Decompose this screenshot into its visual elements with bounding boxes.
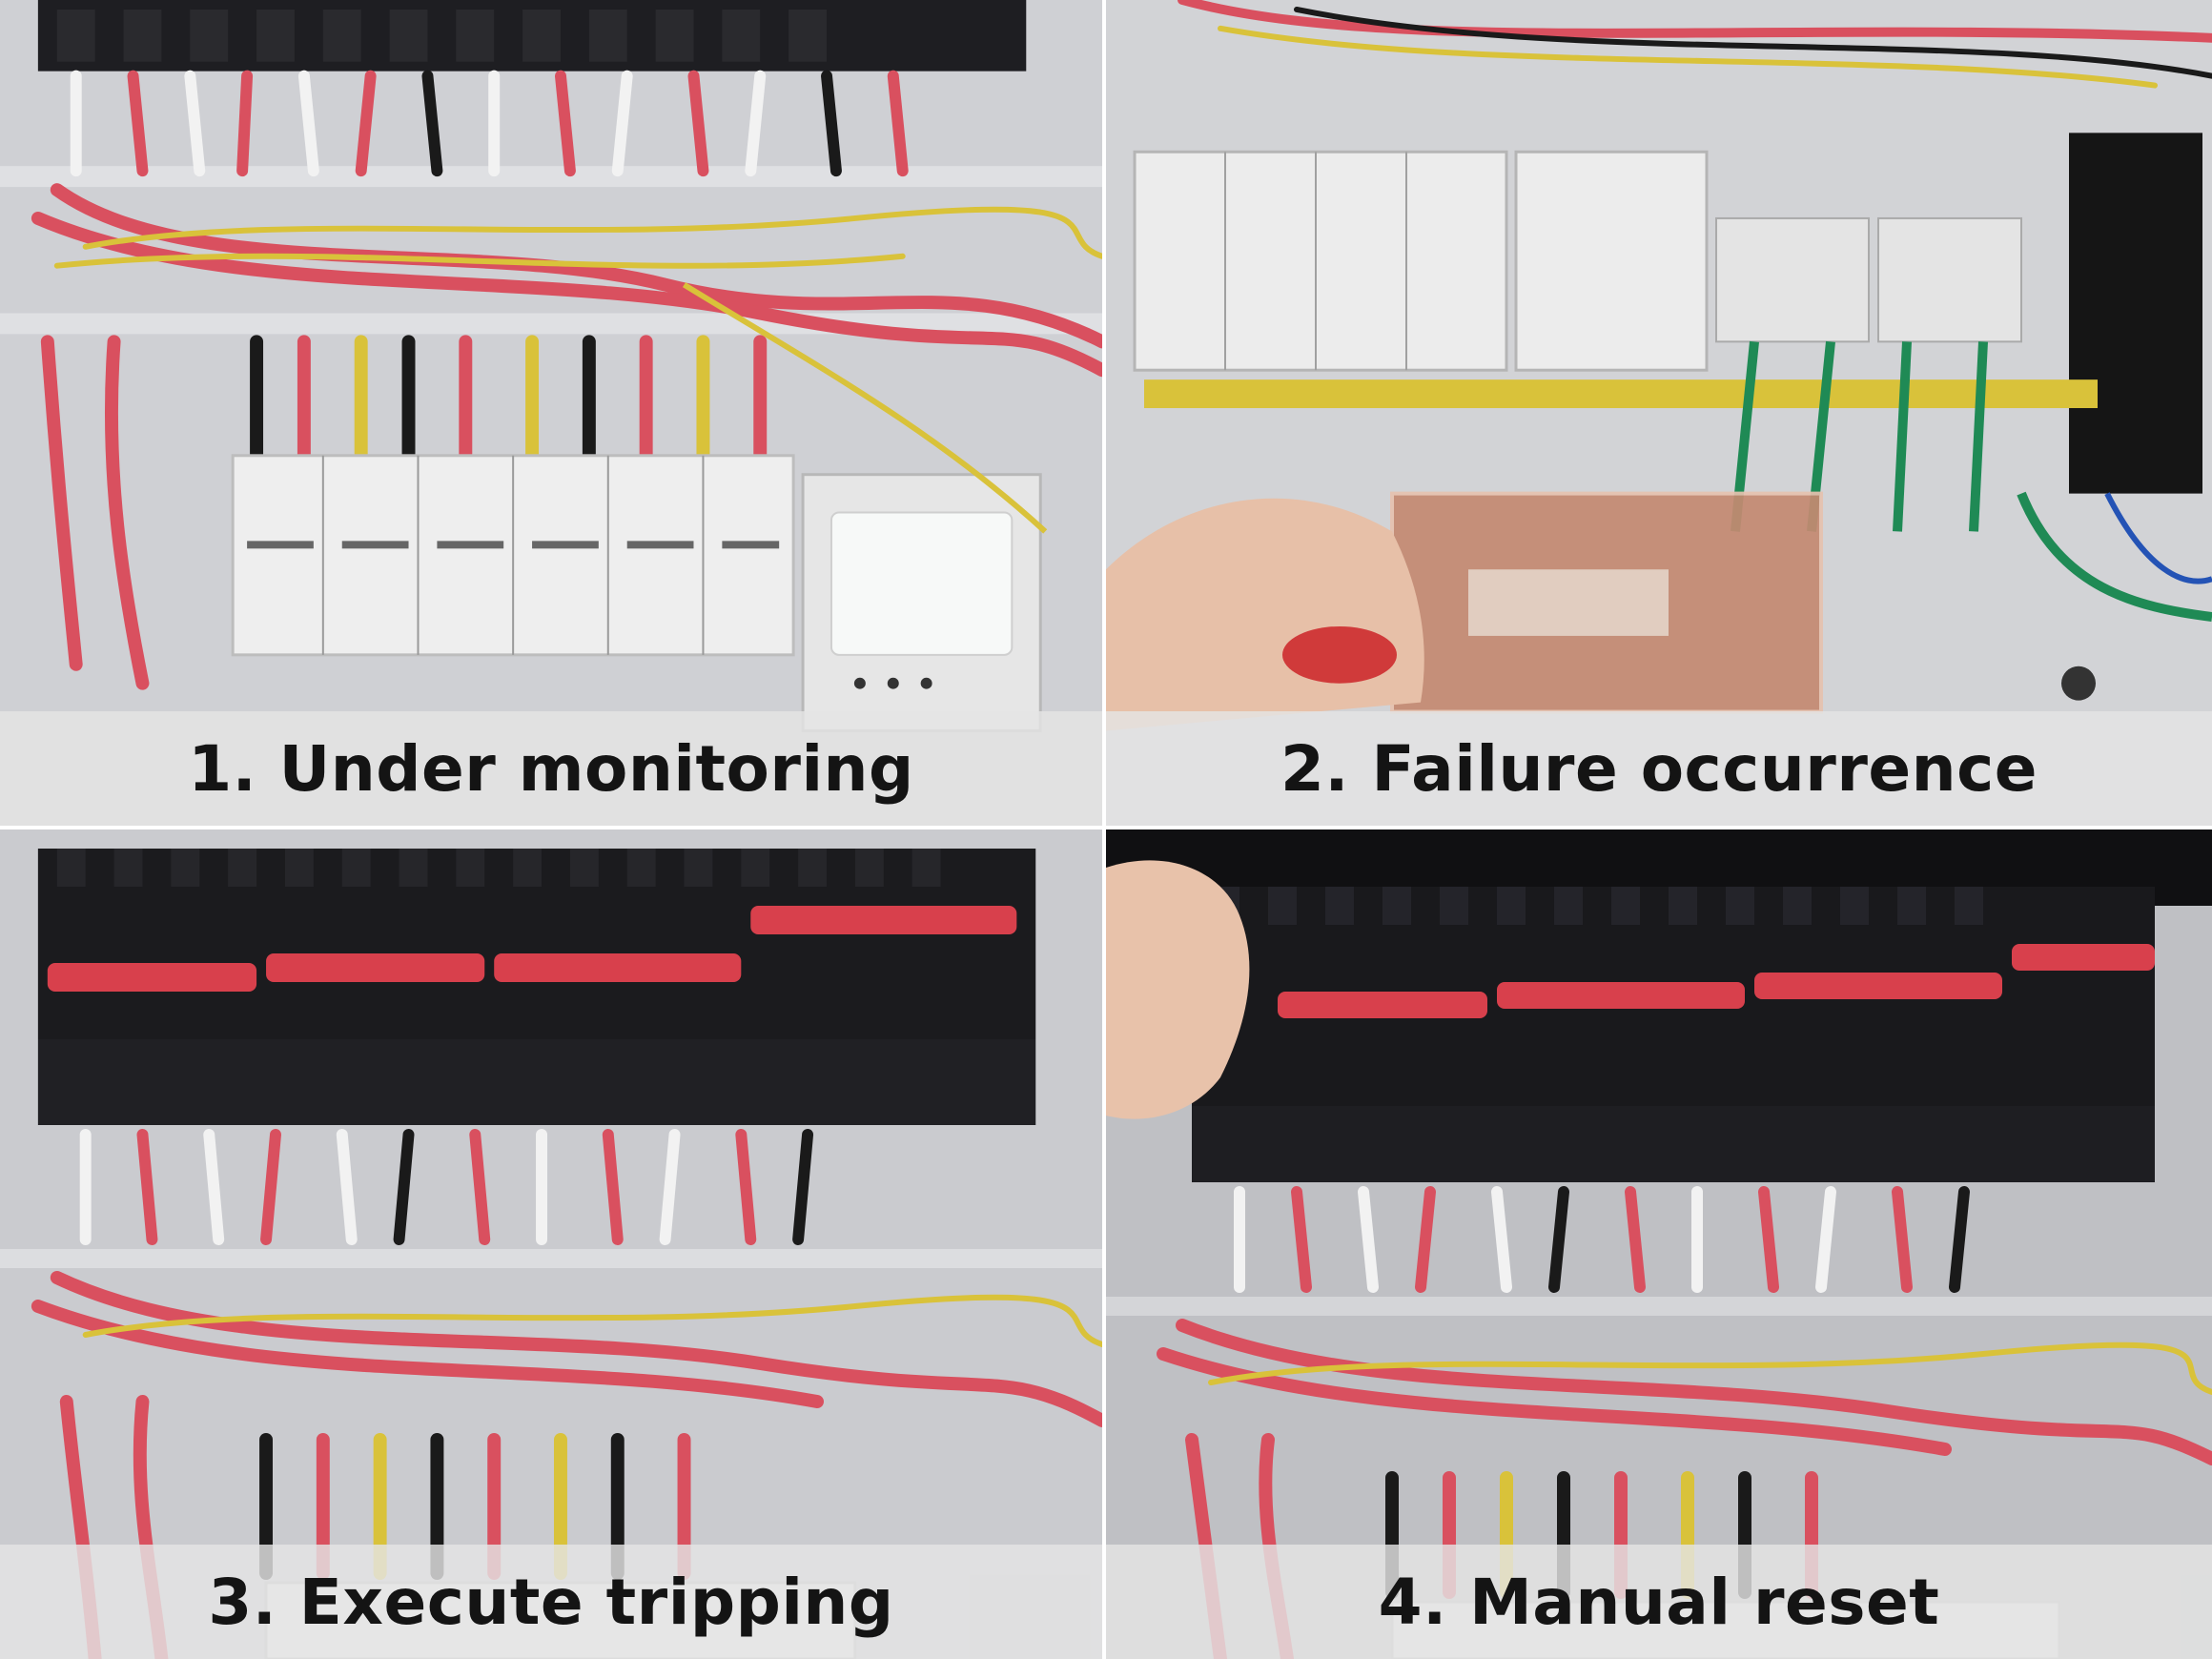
caption-bar: 4. Manual reset <box>1106 1545 2212 1659</box>
hand-icon <box>1106 860 1250 1119</box>
breaker-handle-icon <box>47 906 1017 992</box>
caption-bar: 3. Execute tripping <box>0 1545 1102 1659</box>
panel-caption: 2. Failure occurrence <box>1280 731 2038 806</box>
panel-caption: 4. Manual reset <box>1378 1565 1940 1639</box>
caption-bar: 2. Failure occurrence <box>1106 711 2212 826</box>
photo-under-monitoring <box>0 0 1102 826</box>
photo-failure-occurrence <box>1106 0 2212 826</box>
panel-caption: 1. Under monitoring <box>188 731 914 806</box>
breaker-handle-icon <box>1278 944 2155 1018</box>
photo-execute-tripping <box>0 830 1102 1659</box>
panel-caption: 3. Execute tripping <box>208 1565 894 1639</box>
photo-manual-reset <box>1106 830 2212 1659</box>
panel-execute-tripping: 3. Execute tripping <box>0 830 1106 1659</box>
hand-icon <box>1106 498 1424 731</box>
panel-failure-occurrence: 2. Failure occurrence <box>1106 0 2212 830</box>
panel-under-monitoring: 1. Under monitoring <box>0 0 1106 830</box>
display-screen-icon <box>830 511 1014 656</box>
panel-manual-reset: 4. Manual reset <box>1106 830 2212 1659</box>
caption-bar: 1. Under monitoring <box>0 711 1102 826</box>
